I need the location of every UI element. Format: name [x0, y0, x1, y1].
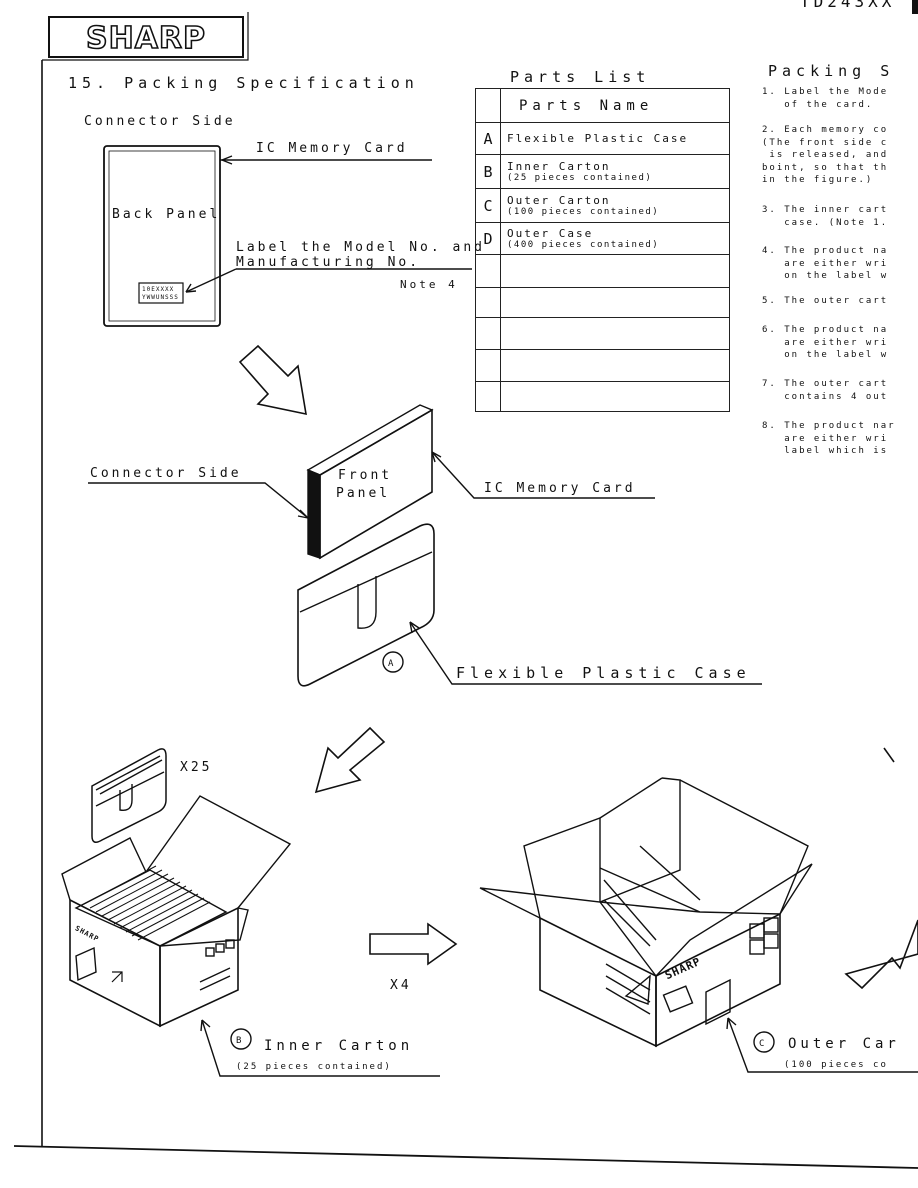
parts-sub: (400 pieces contained) — [507, 240, 660, 250]
parts-row-empty — [475, 349, 730, 382]
packing-spec-item: 2. Each memory co (The front side c is r… — [762, 125, 889, 185]
sticker-line2: YWWUNSSS — [142, 294, 179, 301]
outer-carton-sub: (100 pieces co — [784, 1060, 888, 1070]
header-tab-mark — [912, 0, 918, 14]
parts-letter: C — [475, 188, 501, 223]
outer-qty-label: X4 — [390, 978, 412, 993]
svg-text:C: C — [759, 1039, 765, 1049]
front-panel-line1: Front — [338, 468, 393, 483]
parts-row: C Outer Carton(100 pieces contained) — [475, 188, 730, 223]
parts-row-empty — [475, 381, 730, 412]
parts-sub: (25 pieces contained) — [507, 173, 653, 183]
front-panel-line2: Panel — [336, 486, 391, 501]
packing-spec-item: 5. The outer cart — [762, 296, 889, 306]
label-model-note-line1: Label the Model No. and — [236, 240, 486, 255]
connector-side-label-front: Connector Side — [90, 466, 242, 481]
parts-list-title: Parts List — [510, 68, 651, 86]
connector-side-label-top: Connector Side — [84, 114, 236, 129]
parts-name: Inner Carton — [507, 160, 611, 173]
packing-spec-item: 6. The product na are either wri on the … — [762, 325, 889, 360]
ic-memory-card-callout-front: IC Memory Card — [484, 481, 636, 496]
packing-spec-item: 1. Label the Mode of the card. — [762, 87, 889, 110]
parts-letter: B — [475, 154, 501, 189]
label-model-note-line2: Manufacturing No. — [236, 255, 421, 270]
outer-carton-title: Outer Car — [788, 1036, 900, 1052]
note-4-ref: Note 4 — [400, 278, 458, 291]
sharp-logo: SHARP — [48, 16, 244, 58]
parts-name: Outer Case — [507, 227, 594, 240]
inner-carton-title: Inner Carton — [264, 1038, 414, 1054]
packing-spec-item: 4. The product na are either wri on the … — [762, 246, 889, 281]
flexible-plastic-case-callout: Flexible Plastic Case — [456, 664, 751, 682]
back-panel-label: Back Panel — [112, 207, 221, 222]
svg-text:SHARP: SHARP — [86, 21, 206, 56]
packing-spec-item: 7. The outer cart contains 4 out — [762, 379, 889, 402]
ic-memory-card-callout-top: IC Memory Card — [256, 141, 408, 156]
parts-letter: A — [475, 122, 501, 155]
packing-spec-title: Packing S — [768, 62, 895, 80]
parts-name: Flexible Plastic Case — [507, 132, 689, 145]
sticker-line1: 10EXXXX — [142, 286, 175, 293]
parts-sub: (100 pieces contained) — [507, 207, 660, 217]
packing-spec-item: 3. The inner cart case. (Note 1. — [762, 205, 889, 228]
parts-letter: D — [475, 222, 501, 255]
parts-list-table: Parts Name A Flexible Plastic Case B Inn… — [475, 88, 730, 412]
svg-text:B: B — [236, 1036, 242, 1046]
packing-spec-item: 8. The product nar are either wri label … — [762, 421, 896, 456]
svg-text:A: A — [388, 659, 394, 669]
inner-carton-sub: (25 pieces contained) — [236, 1062, 392, 1072]
parts-row: A Flexible Plastic Case — [475, 122, 730, 155]
inner-qty-label: X25 — [180, 760, 213, 775]
parts-name: Outer Carton — [507, 194, 611, 207]
document-code: TD243XX — [800, 0, 896, 11]
section-title: 15. Packing Specification — [68, 74, 419, 92]
parts-row-empty — [475, 254, 730, 288]
